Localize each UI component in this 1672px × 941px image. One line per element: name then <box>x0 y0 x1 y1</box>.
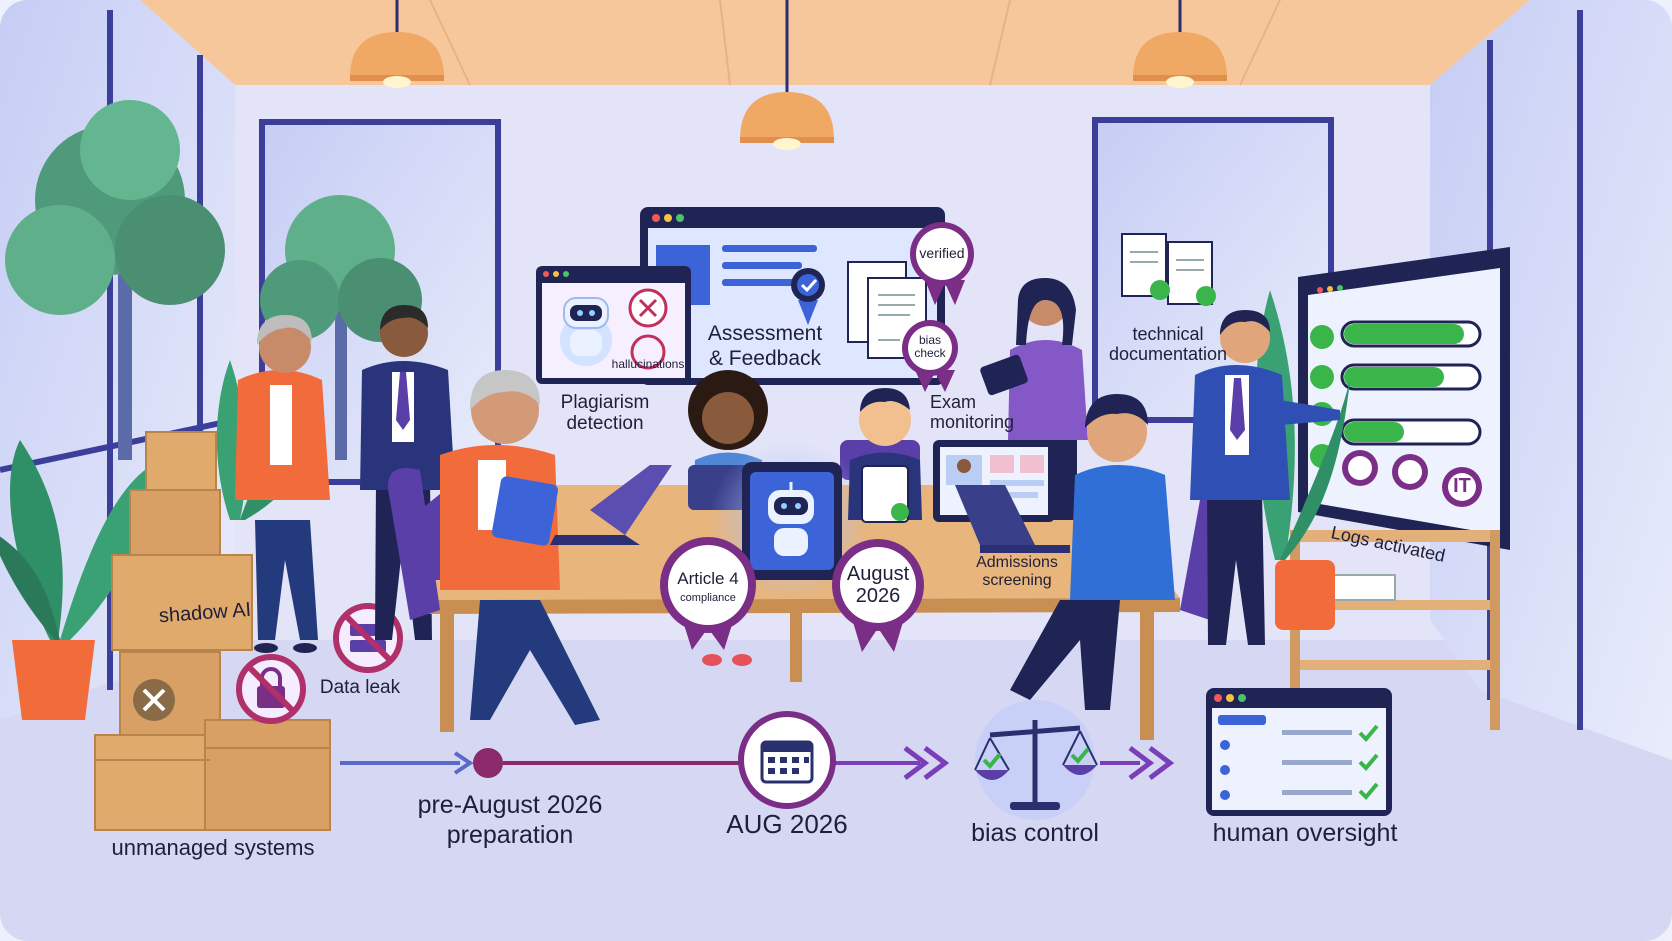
label-bias-check-line1: bias <box>918 333 941 347</box>
label-human-oversight: human oversight <box>1212 819 1398 847</box>
close-icon <box>628 288 668 328</box>
label-plagiarism-line1: Plagiarism <box>560 392 650 413</box>
person-woman-tablet <box>980 278 1088 520</box>
label-august-badge: August 2026 <box>838 563 918 607</box>
label-exam-line1: Exam <box>930 392 977 412</box>
person-man-laptop <box>955 394 1175 710</box>
label-it-badge: IT <box>1453 475 1471 497</box>
document-icon <box>847 261 927 359</box>
label-admissions-line2: screening <box>982 571 1052 589</box>
label-article4-line2: compliance <box>680 591 736 604</box>
label-article4: Article 4 compliance <box>668 569 748 604</box>
tree-left <box>5 100 225 460</box>
laptop-left <box>550 465 672 545</box>
label-hallucinations: hallucinations <box>611 357 685 371</box>
technical-documents <box>1121 233 1216 306</box>
label-bias-check: bias check <box>905 333 955 361</box>
label-pre-august-line1: pre-August 2026 <box>417 791 603 819</box>
label-bias-check-line2: check <box>914 346 946 361</box>
timeline <box>340 711 1175 809</box>
person-boy <box>848 388 922 523</box>
plagiarism-screen <box>536 266 691 384</box>
label-technical-line1: technical <box>1132 324 1204 344</box>
label-data-leak: Data leak <box>319 677 401 698</box>
label-aug-2026: AUG 2026 <box>726 809 848 839</box>
robot-icon <box>560 297 612 366</box>
ceiling <box>140 0 1530 85</box>
label-article4-line1: Article 4 <box>677 569 739 588</box>
bias-check-badge <box>902 320 958 392</box>
label-assessment-line1: Assessment <box>707 322 823 345</box>
label-verified: verified <box>919 245 965 261</box>
ceiling-grid <box>429 0 1281 86</box>
no-entry-icon <box>236 654 306 724</box>
label-pre-august-line2: preparation <box>446 820 574 849</box>
calendar-icon <box>738 711 836 809</box>
logs-screen <box>1298 247 1510 550</box>
robot-icon <box>768 482 814 556</box>
label-august-badge-line2: 2026 <box>855 585 901 607</box>
label-assessment-line2: & Feedback <box>708 347 822 371</box>
shelf <box>1275 530 1500 730</box>
robot-tablet <box>710 440 870 600</box>
label-admissions-line1: Admissions <box>976 554 1058 571</box>
scales-icon <box>974 700 1098 820</box>
person-man-presenting <box>1190 310 1340 645</box>
verified-badge <box>910 222 974 305</box>
pendant-lamps <box>350 0 1227 150</box>
human-oversight-screen <box>1206 688 1392 816</box>
label-plagiarism: Plagiarism detection <box>545 392 665 435</box>
label-assessment: Assessment & Feedback <box>695 322 835 370</box>
tree-center <box>260 195 422 460</box>
label-august-badge-line1: August <box>846 563 910 585</box>
person-woman-left <box>235 315 330 653</box>
label-plagiarism-line2: detection <box>566 412 644 434</box>
check-icon <box>1358 724 1379 800</box>
award-ribbon-icon <box>1342 450 1482 507</box>
person-woman-seated <box>420 370 600 725</box>
august-badge <box>832 539 924 652</box>
label-pre-august: pre-August 2026 preparation <box>410 791 610 849</box>
label-technical-line2: documentation <box>1108 343 1228 364</box>
award-ribbon-icon <box>791 268 825 325</box>
label-exam-monitoring: Exam monitoring <box>930 392 1020 433</box>
label-bias-control: bias control <box>971 819 1099 847</box>
label-exam-line2: monitoring <box>930 411 1015 432</box>
article4-badge <box>660 537 756 650</box>
close-icon <box>133 679 175 721</box>
label-unmanaged-systems: unmanaged systems <box>111 835 315 860</box>
label-admissions-screening: Admissions screening <box>962 554 1072 589</box>
label-technical-documentation: technical documentation <box>1100 324 1236 365</box>
